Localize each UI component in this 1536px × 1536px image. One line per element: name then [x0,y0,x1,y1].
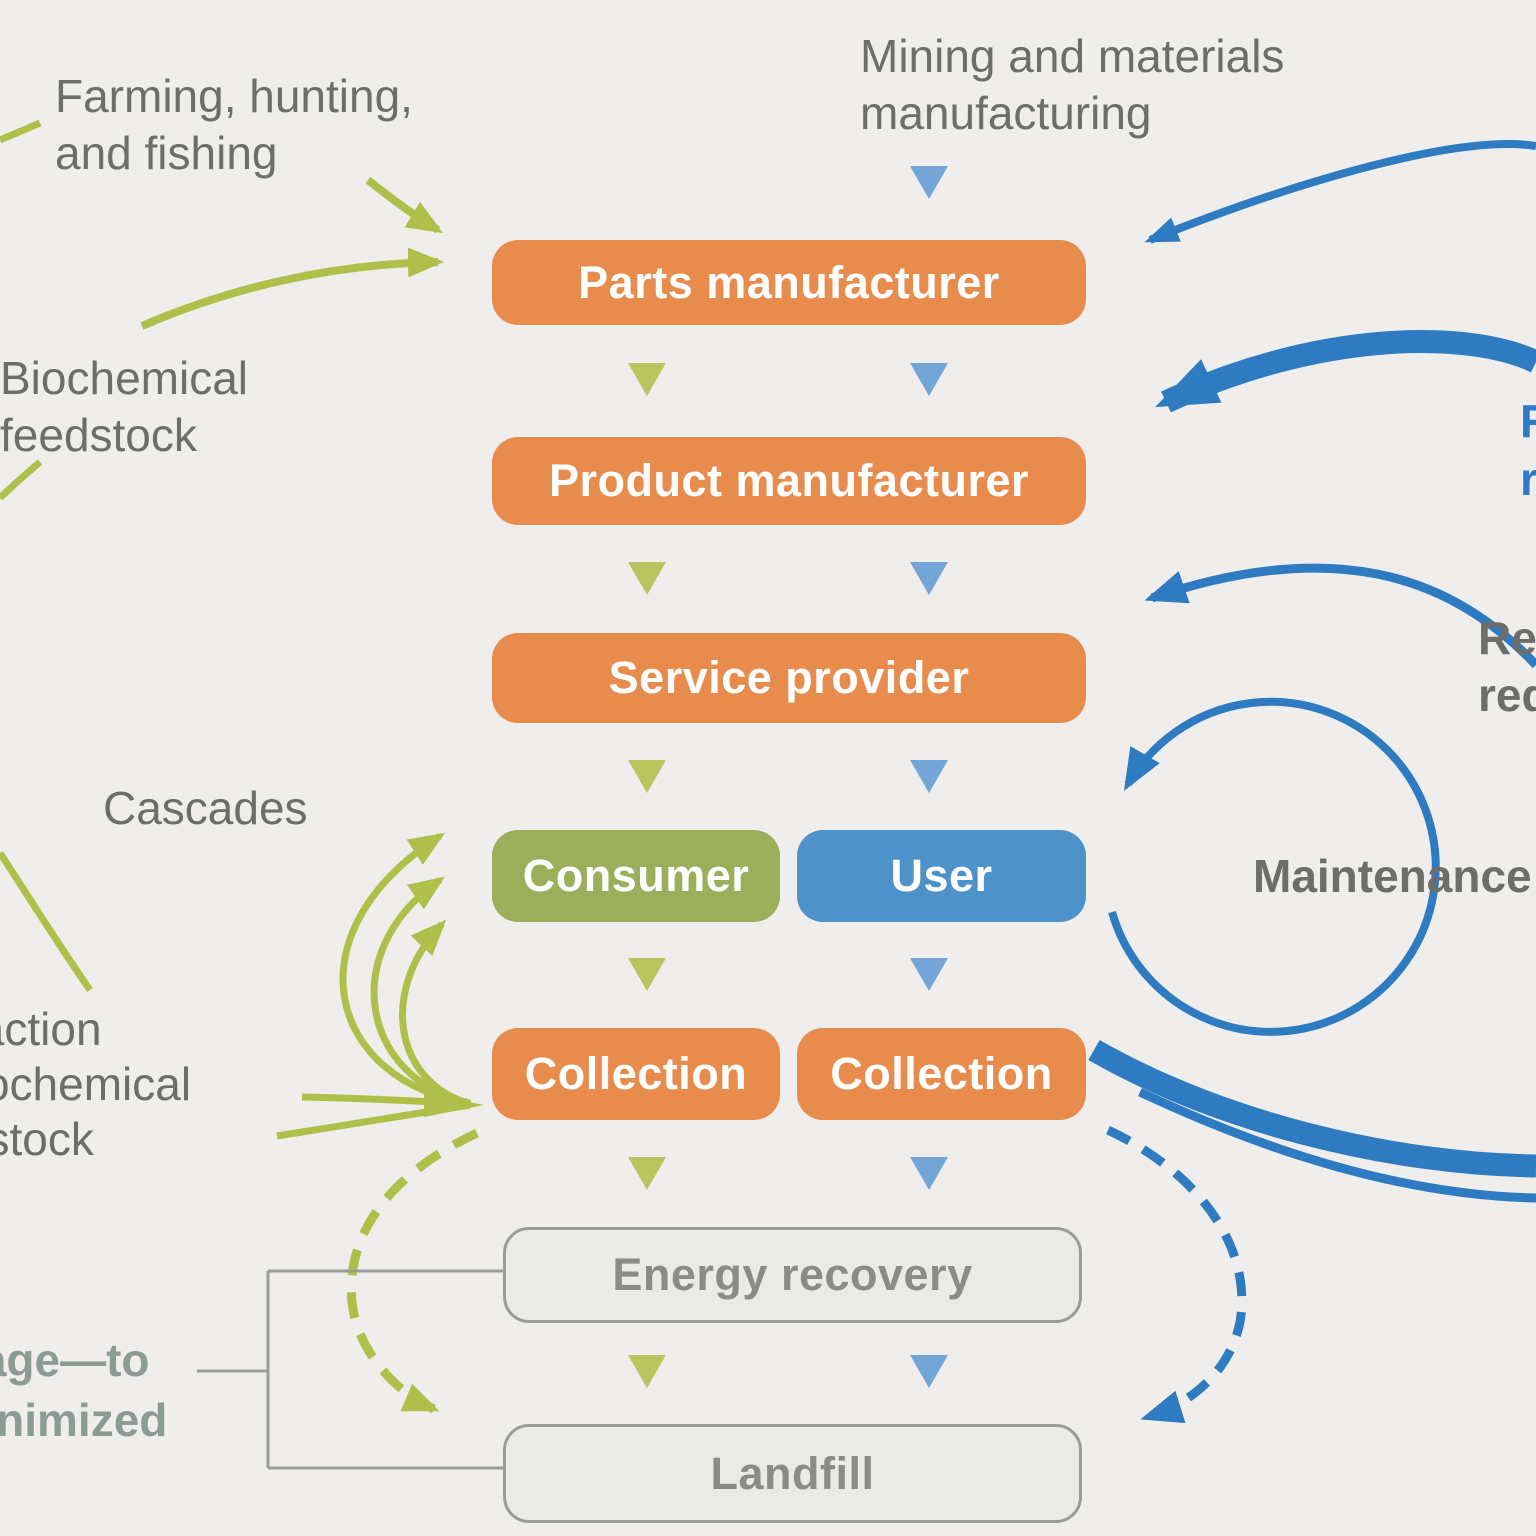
label-refurbish-remanufacture: Refurbish/ remanufacture [1520,395,1536,505]
flow-triangle-blue-1 [910,363,948,396]
label-mining-materials-manufacturing: Mining and materials manufacturing [860,30,1285,139]
node-product-manufacturer: Product manufacturer [492,437,1086,525]
node-energy-recovery: Energy recovery [503,1227,1082,1323]
cascade-arc-segment-left [0,851,93,993]
collection-to-landfill-dashed-blue [1106,1125,1247,1424]
leakage-bracket [197,1269,503,1470]
flow-triangle-blue-3 [910,760,948,793]
node-user: User [797,830,1086,922]
collection-return-arc-thick [1088,1040,1536,1178]
node-landfill: Landfill [503,1424,1082,1523]
reuse-arc-to-service [1144,563,1536,669]
label-maintenance: Maintenance [1253,850,1532,902]
biosphere-to-parts-arrow [140,247,444,330]
cascade-loop-inner [399,919,471,1108]
label-leakage-minimized: Leakage—to be minimized [0,1334,168,1446]
flow-triangle-blue-4 [910,958,948,991]
maintenance-loop [1108,697,1440,1036]
node-collection-biological: Collection [492,1028,780,1120]
flow-triangle-blue-5 [910,1157,948,1190]
flow-triangle-blue-0 [910,166,948,199]
node-collection-technical: Collection [797,1028,1086,1120]
flow-triangle-green-4 [628,958,666,991]
label-farming-hunting-fishing: Farming, hunting, and fishing [55,70,413,179]
flow-triangle-green-3 [628,760,666,793]
node-consumer: Consumer [492,830,780,922]
recycle-arc-to-parts [1144,140,1536,244]
flow-triangle-blue-6 [910,1355,948,1388]
flow-triangle-green-5 [628,1157,666,1190]
flow-triangle-green-2 [628,562,666,595]
cascade-loop-outer [339,832,471,1107]
farming-to-parts-arrow [365,176,444,234]
cascade-loop-middle [370,876,471,1107]
label-cascades: Cascades [103,782,308,834]
flow-triangle-green-1 [628,363,666,396]
label-extraction-biochemical-feedstock: Extraction of biochemical feedstock [0,1003,192,1165]
collection-convergence-wedge [424,1093,484,1117]
node-service-provider: Service provider [492,633,1086,723]
node-parts-manufacturer: Parts manufacturer [492,240,1086,325]
regeneration-arc-segment-top [0,119,42,144]
label-biochemical-feedstock: Biochemical feedstock [0,352,248,461]
label-reuse-redistribute: Reuse/ redistribute [1478,612,1536,721]
refurbish-arc-to-product [1155,330,1536,413]
collection-to-landfill-dashed-green [346,1128,479,1414]
collection-return-arc-thin [1138,1087,1536,1203]
flow-triangle-green-6 [628,1355,666,1388]
flow-triangle-blue-2 [910,562,948,595]
biochemical-arc-segment [0,459,43,501]
